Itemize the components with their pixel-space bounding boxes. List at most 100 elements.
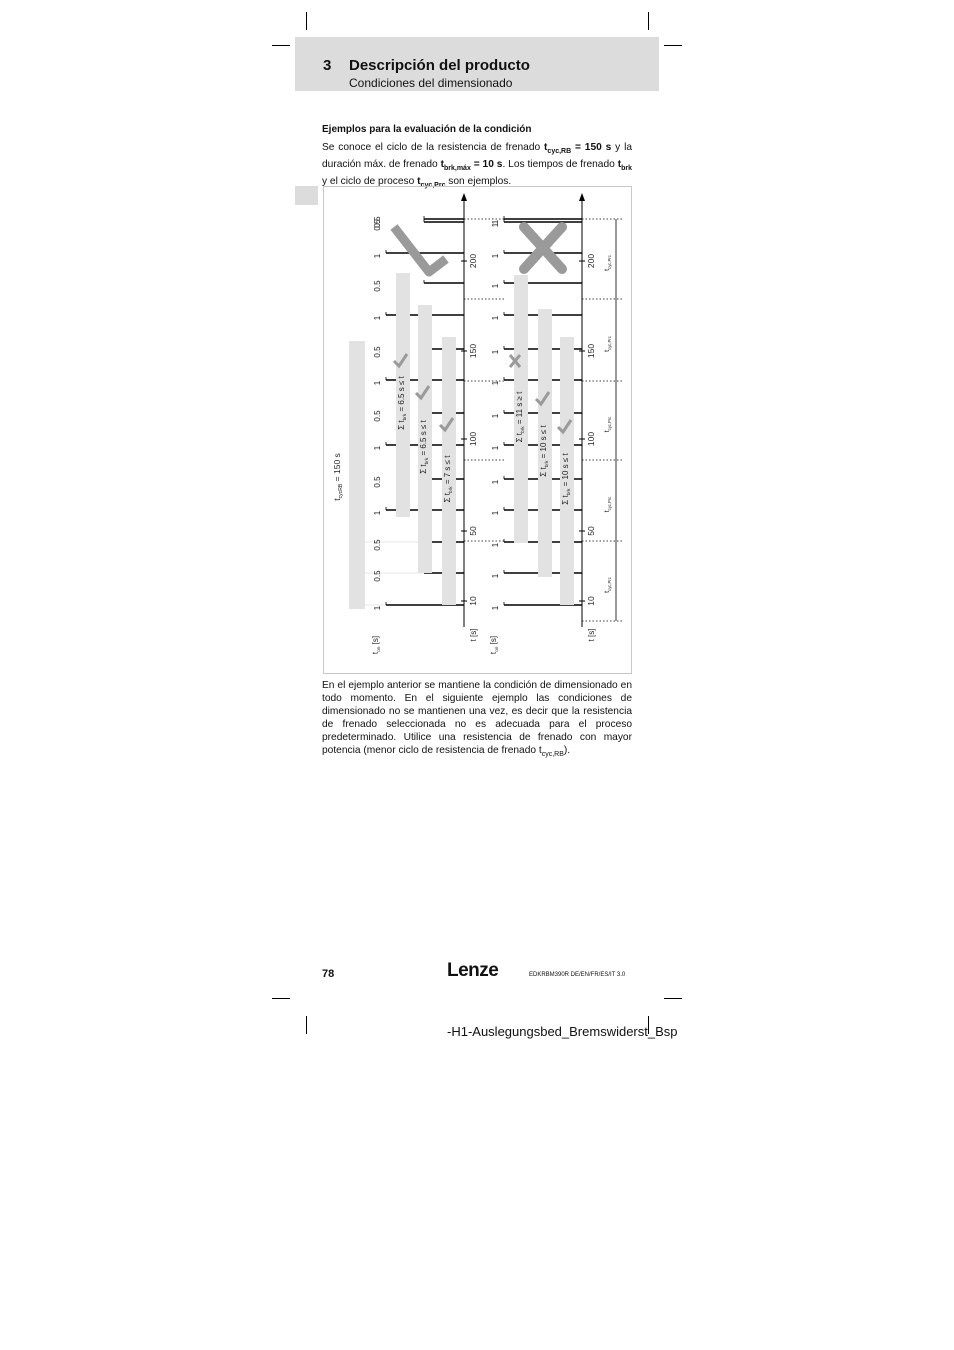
ton-value: 1 xyxy=(373,380,382,385)
closing-paragraph: En el ejemplo anterior se mantiene la co… xyxy=(322,679,632,761)
braking-cycle-diagram: tcycRB = 150 s10.50.510.510.510.510.510.… xyxy=(332,193,624,654)
ton-value: 1 xyxy=(491,253,500,258)
sum-label: Σ tbrk = 10 s ≤ t xyxy=(539,425,550,477)
ton-axis-label: ton [s] xyxy=(371,636,382,654)
intro-symbol-2: t xyxy=(440,159,444,171)
chapter-header: 3 Descripción del producto Condiciones d… xyxy=(295,37,659,91)
crop-mark xyxy=(648,1016,649,1034)
check-mark xyxy=(438,417,455,433)
ton-value: 0.5 xyxy=(373,410,382,422)
page-number: 78 xyxy=(322,968,335,980)
crop-mark xyxy=(664,45,682,46)
chapter-title: Descripción del producto xyxy=(349,57,530,74)
crop-mark xyxy=(272,998,290,999)
intro-paragraph: Se conoce el ciclo de la resistencia de … xyxy=(322,141,632,192)
time-label: 100 xyxy=(468,432,478,446)
section-heading: Ejemplos para la evaluación de la condic… xyxy=(322,124,532,135)
ton-value: 1 xyxy=(491,315,500,320)
ton-value: 1 xyxy=(491,222,500,227)
ton-value: 1 xyxy=(491,349,500,354)
time-label: 200 xyxy=(468,254,478,268)
ton-value: 0.5 xyxy=(373,570,382,582)
lenze-logo: Lenze xyxy=(447,960,499,981)
time-label: 150 xyxy=(468,344,478,358)
intro-bold-4: tcyc,Prc xyxy=(417,176,446,190)
crop-mark xyxy=(664,998,682,999)
ton-value: 1 xyxy=(491,605,500,610)
cycle-label: tcycRB = 150 s xyxy=(332,453,344,501)
intro-value-2: = 10 s xyxy=(470,159,503,171)
ton-value: 1 xyxy=(373,605,382,610)
intro-sub-1: cyc,RB xyxy=(547,148,572,156)
sum-label: Σ tbrk = 6.5 s ≤ t xyxy=(397,375,408,429)
closing-text: En el ejemplo anterior se mantiene la co… xyxy=(322,680,632,756)
ton-value: 0.5 xyxy=(373,476,382,488)
process-cycle-label: tcyc,Prc xyxy=(604,336,612,352)
sum-bar xyxy=(396,273,410,517)
process-cycle-label: tcyc,Prc xyxy=(604,577,612,593)
axis-arrow xyxy=(579,193,585,201)
intro-sub-4: cyc,Prc xyxy=(420,182,446,190)
ton-value: 1 xyxy=(373,253,382,258)
process-cycle-label: tcyc,Prc xyxy=(604,255,612,271)
ton-value: 1 xyxy=(373,315,382,320)
time-label: 10 xyxy=(468,596,478,606)
sum-bar xyxy=(560,337,574,605)
ton-value: 1 xyxy=(491,283,500,288)
intro-text-2: y la duración máx. de frenado xyxy=(322,142,632,171)
ton-value: 1 xyxy=(491,542,500,547)
time-label: 200 xyxy=(586,254,596,268)
ton-value: 1 xyxy=(373,445,382,450)
time-axis-label: t [s] xyxy=(469,629,478,642)
side-tab xyxy=(295,186,318,205)
closing-sub: cyc,RB xyxy=(541,751,564,759)
process-cycle-label: tcyc,Prc xyxy=(604,417,612,433)
document-id: EDKRBM390R DE/EN/FR/ES/IT 3.0 xyxy=(529,972,626,978)
ton-value: 0.5 xyxy=(373,216,382,228)
check-mark xyxy=(534,391,551,407)
cycle-bar xyxy=(349,341,365,609)
sum-label: Σ tbrk = 10 s ≤ t xyxy=(561,453,572,505)
process-cycle-label: tcyc,Prc xyxy=(604,497,612,513)
check-mark xyxy=(392,353,409,369)
cross-mark xyxy=(508,354,522,368)
ton-value: 1 xyxy=(491,380,500,385)
crop-mark xyxy=(648,12,649,30)
intro-sub-3: brk xyxy=(621,165,632,173)
time-label: 10 xyxy=(586,596,596,606)
crop-mark xyxy=(306,12,307,30)
intro-sub-2: brk,máx xyxy=(443,165,471,173)
check-mark xyxy=(414,385,431,401)
sum-bar xyxy=(538,309,552,577)
closing-end: ). xyxy=(563,745,571,756)
intro-bold-2: tbrk,máx = 10 s xyxy=(440,159,503,173)
ton-value: 0.5 xyxy=(373,219,382,231)
ton-value: 1 xyxy=(491,445,500,450)
time-label: 50 xyxy=(586,526,596,536)
intro-value-1: = 150 s xyxy=(571,142,612,153)
ton-axis-label: ton [s] xyxy=(489,636,500,654)
intro-bold-3: tbrk xyxy=(618,159,632,173)
intro-symbol-4: t xyxy=(417,176,421,188)
time-axis-label: t [s] xyxy=(587,629,596,642)
time-label: 100 xyxy=(586,432,596,446)
intro-bold-1: tcyc,RB = 150 s xyxy=(544,142,612,156)
ton-value: 1 xyxy=(491,573,500,578)
intro-text-1: Se conoce el ciclo de la resistencia de … xyxy=(322,142,545,153)
ton-value: 1 xyxy=(491,413,500,418)
intro-text-4: y el ciclo de proceso xyxy=(322,176,418,188)
axis-arrow xyxy=(461,193,467,201)
sum-bar xyxy=(514,275,528,543)
intro-text-3: . Los tiempos de frenado xyxy=(502,159,618,171)
ton-value: 0.5 xyxy=(373,346,382,358)
time-label: 50 xyxy=(468,526,478,536)
time-label: 150 xyxy=(586,344,596,358)
chapter-number: 3 xyxy=(323,57,332,74)
sum-bar xyxy=(442,337,456,605)
sum-label: Σ tbrk = 11 s ≥ t xyxy=(515,391,526,443)
ton-value: 1 xyxy=(491,510,500,515)
ton-value: 1 xyxy=(373,510,382,515)
check-mark xyxy=(556,419,573,435)
intro-text-5: son ejemplos. xyxy=(445,176,512,188)
